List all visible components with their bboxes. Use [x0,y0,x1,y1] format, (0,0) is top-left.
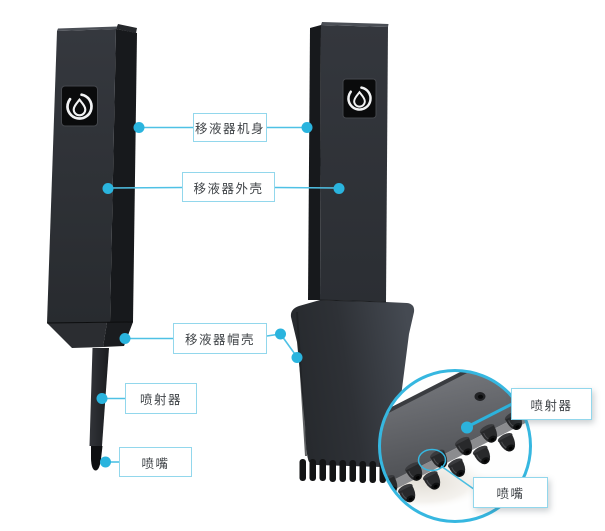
label-ejector-left: 喷射器 [125,383,197,414]
left-pipette-top-face [57,26,117,31]
label-pipette-shell: 移液器外壳 [182,172,275,202]
left-cap-front [47,322,107,348]
right-pipette-top-face [321,22,389,27]
callout-dot [461,421,473,434]
left-pipette-side-face [110,29,137,322]
right-pipette [290,22,415,483]
label-ejector-inset: 喷射器 [511,388,592,420]
head-seam [319,299,387,303]
label-nozzle-inset: 喷嘴 [473,477,548,508]
label-nozzle-left: 喷嘴 [119,447,192,477]
callout-lines [102,126,340,463]
left-pipette [46,24,137,471]
nozzle-highlight-ellipse [417,448,447,472]
left-cap-seam [46,321,134,324]
right-logo-panel [342,78,377,119]
head-bevel-line [296,311,307,457]
inset-nozzle-callout-line [440,465,479,493]
left-pipette-back-edge [116,24,137,33]
inset-ejector-callout-line [466,401,515,429]
callout-dots [96,122,345,468]
magnifier-circle-border [378,369,532,523]
left-nozzle-tip [91,446,103,471]
right-pipette-side-face [308,25,321,300]
right-pipette-front-face [320,25,388,302]
left-pipette-front-face [47,29,116,323]
label-pipette-cap-shell: 移液器帽壳 [173,323,267,354]
screw-hole-center [477,394,484,399]
label-pipette-body: 移液器机身 [193,113,267,142]
nozzle-comb [299,459,386,483]
magnifier-inset [378,369,532,523]
